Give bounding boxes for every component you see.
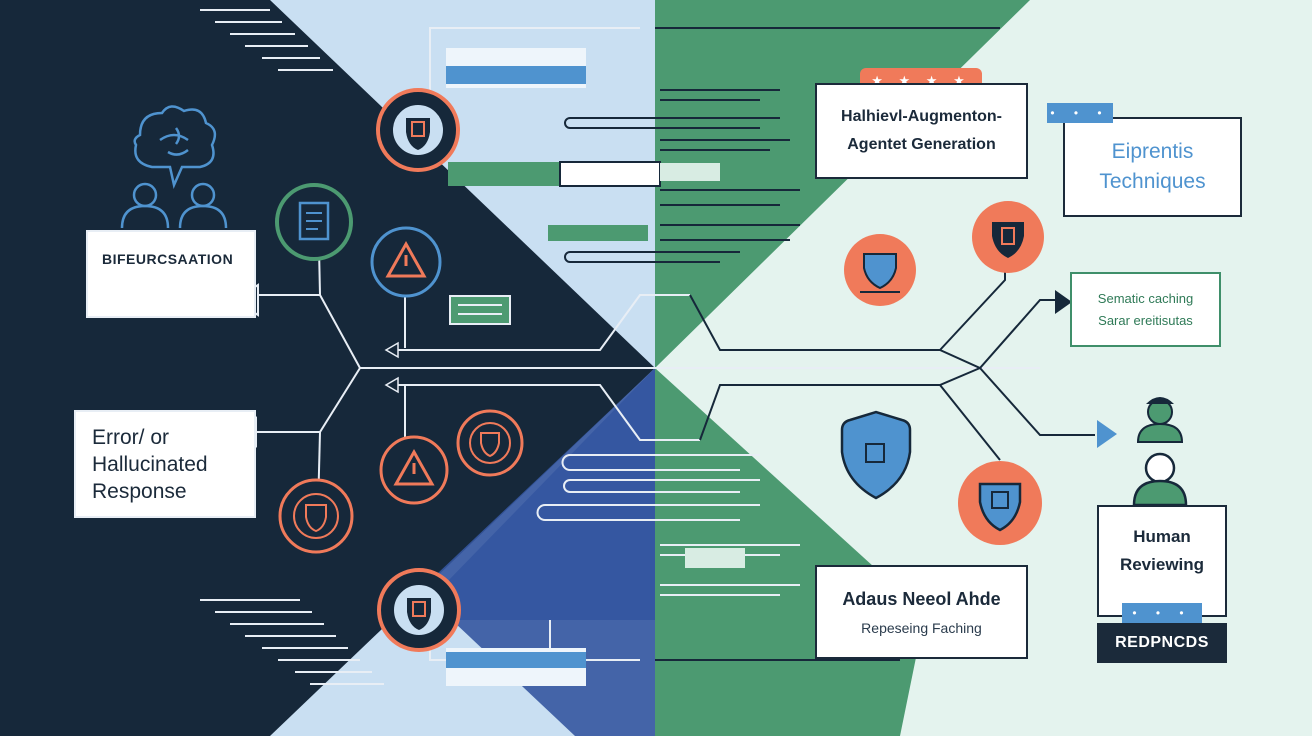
warning-icon [379,435,449,505]
semantic-caching-label: Sematic caching Sarar ereitisutas [1097,290,1194,328]
human-reviewing-label: Human Reviewing [1119,527,1205,574]
shield-icon [278,478,354,554]
dots-badge-top: • • • [1047,103,1113,123]
bifurcation-box: BIFEURCSAATION [86,230,256,318]
flow-connectors-right [655,27,1095,661]
error-response-box: Error/ or Hallucinated Response [74,410,256,518]
document-icon [275,183,353,261]
adaptive-box: Adaus Neeol Ahde Repeseing Faching [815,565,1028,659]
adaptive-title: Adaus Neeol Ahde [842,588,1001,609]
responds-footer: REDPNCDS [1097,623,1227,663]
brain-chat-icon [133,105,217,189]
retrieval-generation-box: Halhievl-Augmenton- Agentet Generation [815,83,1028,179]
warning-icon [370,226,442,298]
shield-icon [958,461,1042,545]
retrieval-generation-label: Halhievl-Augmenton- Agentet Generation [841,108,1002,153]
streamlines-lower [536,454,800,596]
expert-techniques-label: Eiprentis Techniques [1099,140,1206,193]
shield-icon [456,409,524,477]
semantic-caching-box: Sematic caching Sarar ereitisutas [1070,272,1221,347]
hatch-lines [200,9,384,685]
error-response-label: Error/ or Hallucinated Response [92,425,208,503]
flow-connectors [255,27,1040,661]
shield-icon [844,234,916,306]
bifurcation-label: BIFEURCSAATION [102,251,234,267]
adaptive-subtitle: Repeseing Faching [861,619,982,636]
shield-icon [972,201,1044,273]
expert-techniques-box: Eiprentis Techniques [1063,117,1242,217]
human-reviewer-icon [1132,397,1188,507]
streamlines [564,89,800,263]
users-icon [120,182,228,229]
human-reviewing-box: Human Reviewing [1097,505,1227,617]
dots-badge-bottom: • • • [1122,603,1202,623]
shield-icon [376,88,460,172]
shield-icon [840,410,912,500]
shield-icon [377,568,461,652]
accent-bars [446,48,745,686]
